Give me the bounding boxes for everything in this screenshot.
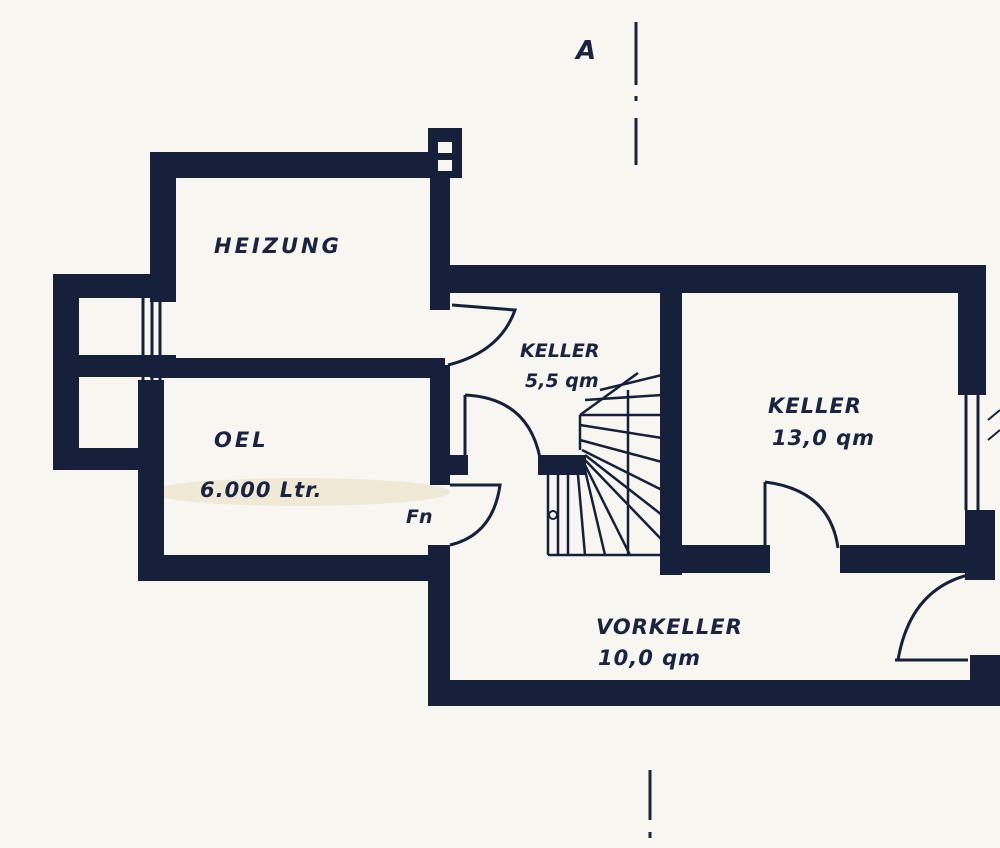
oel-capacity: 6.000 Ltr. xyxy=(200,478,323,502)
section-line xyxy=(634,22,652,838)
keller-large-label: KELLER xyxy=(768,394,862,418)
chimney xyxy=(438,142,452,153)
keller-large-area: 13,0 qm xyxy=(772,426,876,450)
staircase xyxy=(546,371,663,557)
keller-small-label: KELLER xyxy=(520,340,600,362)
edge-lines xyxy=(987,409,1000,441)
keller-small-area: 5,5 qm xyxy=(525,370,599,392)
window-marks xyxy=(141,298,980,510)
chimney xyxy=(438,160,452,171)
vorkeller-area: 10,0 qm xyxy=(598,646,702,670)
paper-stain xyxy=(150,478,450,506)
section-marker-label: A xyxy=(576,36,597,66)
fn-label: Fn xyxy=(406,506,433,528)
vorkeller-label: VORKELLER xyxy=(596,615,743,639)
door-swings xyxy=(447,303,969,662)
oel-label: OEL xyxy=(214,428,269,452)
heizung-label: HEIZUNG xyxy=(214,234,342,258)
stair-start-mark xyxy=(548,510,558,520)
